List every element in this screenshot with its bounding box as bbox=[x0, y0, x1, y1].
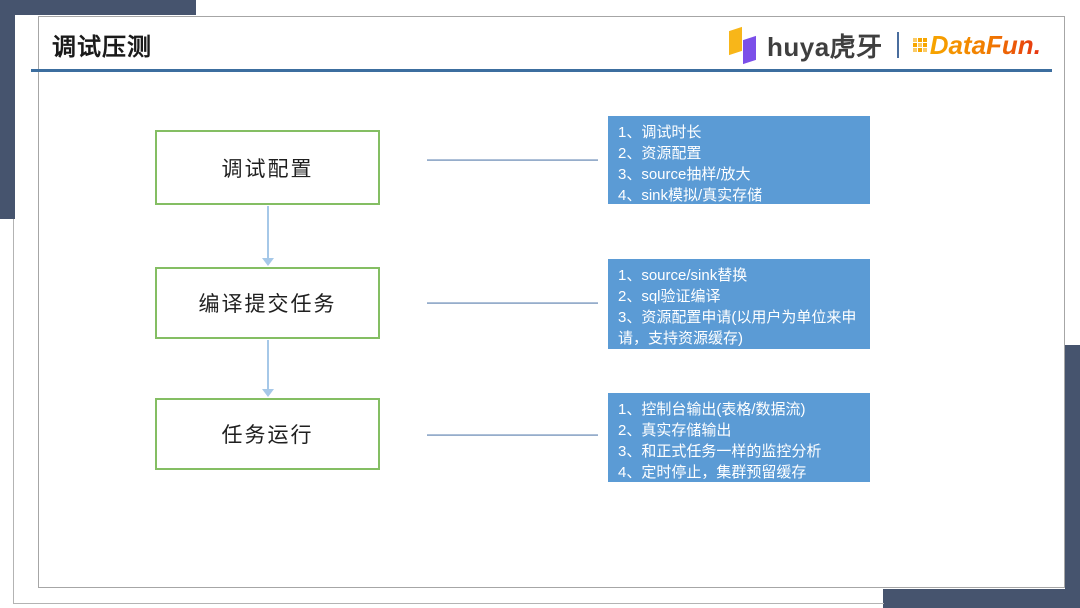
datafun-logo-text: DataFun. bbox=[929, 29, 1041, 60]
connector-line-1 bbox=[427, 159, 598, 161]
detail-item: 4、sink模拟/真实存储 bbox=[618, 187, 763, 204]
connector-line-3 bbox=[427, 434, 598, 436]
detail-item: 2、资源配置 bbox=[618, 145, 702, 162]
detail-box-debug-config: 1、调试时长 2、资源配置 3、source抽样/放大 4、sink模拟/真实存… bbox=[608, 116, 870, 204]
connector-line-2 bbox=[427, 302, 598, 304]
detail-item: 1、调试时长 bbox=[618, 124, 702, 141]
detail-box-compile-submit: 1、source/sink替换 2、sql验证编译 3、资源配置申请(以用户为单… bbox=[608, 259, 870, 349]
logo-row: huya虎牙 DataFun. bbox=[727, 26, 1041, 65]
bottom-right-accent-bar bbox=[883, 589, 1080, 608]
huya-yellow-shape bbox=[729, 26, 742, 56]
down-arrow-2 bbox=[267, 340, 269, 389]
flow-step-compile-submit: 编译提交任务 bbox=[155, 267, 380, 339]
detail-item: 4、定时停止，集群预留缓存 bbox=[618, 464, 807, 481]
title-underline bbox=[31, 69, 1052, 72]
detail-item: 3、资源配置申请(以用户为单位来申请，支持资源缓存) bbox=[618, 309, 857, 347]
down-arrow-1-head bbox=[262, 258, 274, 266]
detail-item: 2、sql验证编译 bbox=[618, 288, 721, 305]
huya-purple-shape bbox=[743, 35, 756, 65]
huya-logo-text: huya虎牙 bbox=[767, 31, 883, 62]
flow-step-label: 任务运行 bbox=[221, 423, 314, 447]
detail-item: 1、source/sink替换 bbox=[618, 267, 748, 284]
huya-logo-icon bbox=[727, 26, 759, 65]
page-title: 调试压测 bbox=[52, 34, 152, 61]
flow-step-label: 调试配置 bbox=[221, 156, 314, 181]
flow-step-debug-config: 调试配置 bbox=[155, 130, 380, 205]
detail-item: 3、和正式任务一样的监控分析 bbox=[618, 443, 822, 460]
down-arrow-1 bbox=[267, 206, 269, 258]
down-arrow-2-head bbox=[262, 389, 274, 397]
detail-box-task-run: 1、控制台输出(表格/数据流) 2、真实存储输出 3、和正式任务一样的监控分析 … bbox=[608, 393, 870, 482]
left-shadow-line bbox=[13, 219, 14, 604]
flow-step-label: 编译提交任务 bbox=[198, 292, 337, 316]
detail-item: 3、source抽样/放大 bbox=[618, 166, 751, 183]
right-accent-bar bbox=[1065, 345, 1080, 608]
datafun-dots-icon bbox=[912, 38, 927, 52]
bottom-shadow-line bbox=[13, 603, 884, 604]
flow-step-task-run: 任务运行 bbox=[155, 398, 380, 470]
left-accent-bar bbox=[0, 0, 15, 219]
top-left-accent-bar bbox=[0, 0, 196, 15]
detail-item: 2、真实存储输出 bbox=[618, 422, 732, 439]
detail-item: 1、控制台输出(表格/数据流) bbox=[618, 401, 806, 418]
logo-separator bbox=[896, 32, 899, 58]
